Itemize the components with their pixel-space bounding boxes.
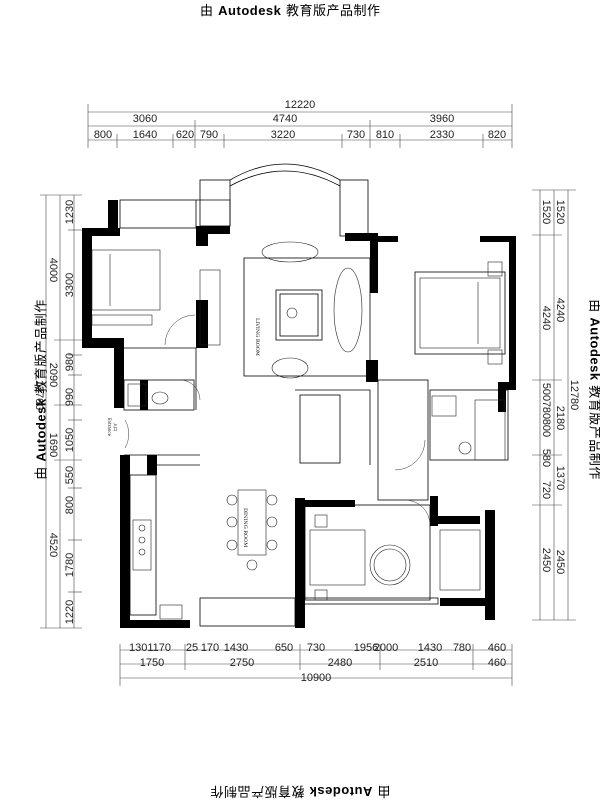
dim-bottom-detail: 650 xyxy=(275,642,293,654)
dim-bottom-mid: 460 xyxy=(488,657,506,669)
sink-icon xyxy=(160,605,182,619)
stove-icon xyxy=(133,520,151,570)
dim-bottom-mid: 2510 xyxy=(414,657,438,669)
dim-left-mid: 4520 xyxy=(47,533,59,557)
dim-bottom-detail: 2000 xyxy=(374,642,398,654)
dim-bottom-mid: 2750 xyxy=(230,657,254,669)
dim-bottom-detail: 730 xyxy=(307,642,325,654)
dim-top-detail: 790 xyxy=(200,129,218,141)
dim-bottom-detail: 1430 xyxy=(224,642,248,654)
dim-top-detail: 3220 xyxy=(271,129,295,141)
dim-left-detail: 1780 xyxy=(64,553,76,577)
entrance-label-cn: 入口 xyxy=(113,423,118,431)
dim-right-detail: 1520 xyxy=(540,200,552,224)
dim-left-detail: 3300 xyxy=(64,273,76,297)
toilet-icon xyxy=(459,442,471,454)
dim-left-detail: 1220 xyxy=(64,600,76,624)
bed-icon xyxy=(92,250,160,310)
dim-left-detail: 990 xyxy=(64,388,76,406)
dim-bottom-detail: 1301170 xyxy=(129,642,171,654)
dim-bottom-total: 10900 xyxy=(301,672,332,684)
dim-left-detail: 1050 xyxy=(64,428,76,452)
dim-left-detail: 980 xyxy=(64,353,76,371)
dim-top-detail: 620 xyxy=(176,129,194,141)
bed-icon xyxy=(420,278,500,348)
dim-top-detail: 810 xyxy=(376,129,394,141)
dim-right-detail: 500 xyxy=(540,383,552,401)
dim-right-total: 12780 xyxy=(568,380,580,411)
wall-outlines xyxy=(120,164,508,626)
dim-left-detail: 550 xyxy=(64,466,76,484)
dim-top-detail: 1640 xyxy=(133,129,157,141)
dim-right-detail: 800 xyxy=(540,419,552,437)
dim-top-total: 12220 xyxy=(285,99,316,111)
dim-bottom-mid: 2480 xyxy=(328,657,352,669)
dim-right-detail: 780 xyxy=(540,401,552,419)
dim-right-mid: 1370 xyxy=(554,466,566,490)
entrance-label-en: Entrance xyxy=(107,418,112,436)
dim-bottom-detail: 780 xyxy=(453,642,471,654)
dim-right-mid: 2450 xyxy=(554,550,566,574)
dim-top-mid: 3060 xyxy=(133,113,157,125)
dim-top-mid: 3960 xyxy=(430,113,454,125)
dim-bottom-detail: 25 xyxy=(186,642,198,654)
dining-room-label: DINING ROOM xyxy=(242,508,248,547)
dim-left-total: 13760 xyxy=(33,380,45,411)
dim-right-detail: 4240 xyxy=(540,306,552,330)
dim-right-mid: 2180 xyxy=(554,406,566,430)
door-swings xyxy=(125,315,430,525)
dim-right-mid: 4240 xyxy=(554,298,566,322)
dim-bottom-mid: 1750 xyxy=(140,657,164,669)
dim-right-detail: 580 xyxy=(540,449,552,467)
dim-left-detail: 1230 xyxy=(64,200,76,224)
dim-top-detail: 2330 xyxy=(430,129,454,141)
dim-right-detail: 720 xyxy=(540,481,552,499)
dim-bottom-detail: 1430 xyxy=(418,642,442,654)
dim-left-mid: 2090 xyxy=(47,363,59,387)
dim-right-detail: 2450 xyxy=(540,548,552,572)
walls xyxy=(82,200,516,628)
dim-bottom-detail: 460 xyxy=(488,642,506,654)
dim-left-detail: 800 xyxy=(64,496,76,514)
dim-top-detail: 730 xyxy=(347,129,365,141)
living-room-label: LIVING ROOM xyxy=(254,318,260,356)
dim-bottom-detail: 170 xyxy=(201,642,219,654)
dim-top-detail: 820 xyxy=(488,129,506,141)
dim-right-mid: 1520 xyxy=(554,200,566,224)
dim-left-mid: 1690 xyxy=(47,433,59,457)
bed-icon xyxy=(310,530,365,585)
dim-top-mid: 4740 xyxy=(273,113,297,125)
dim-left-mid: 4000 xyxy=(47,258,59,282)
sofa-icon xyxy=(262,242,318,262)
dim-top-detail: 800 xyxy=(94,129,112,141)
